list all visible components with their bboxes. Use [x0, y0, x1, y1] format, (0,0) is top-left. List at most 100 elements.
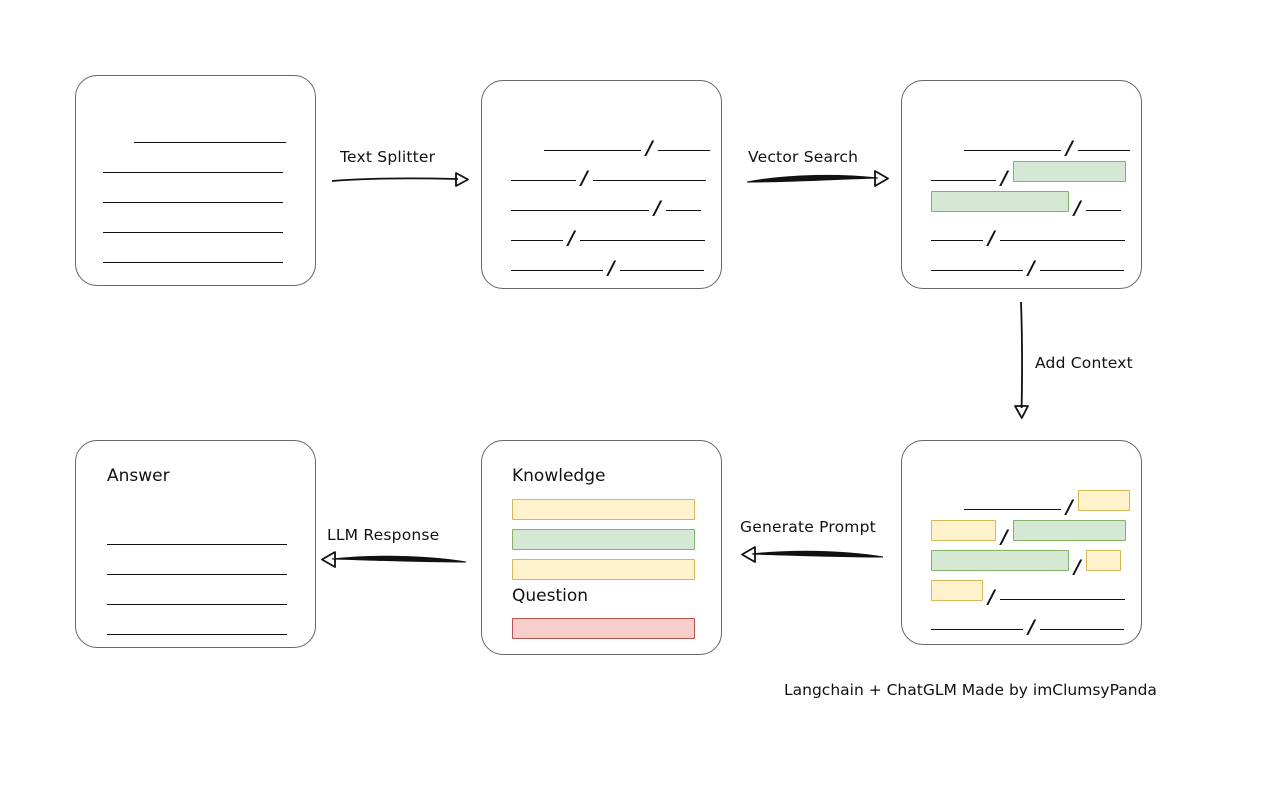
text-line-segment: [103, 262, 283, 263]
text-line-segment: [103, 232, 283, 233]
chunk-separator-slash: /: [1001, 167, 1008, 189]
chunk-separator-slash: /: [1066, 496, 1073, 518]
prompt-heading-knowledge: Knowledge: [512, 466, 606, 486]
document-lines: [76, 76, 315, 285]
chunk-separator-slash: /: [988, 586, 995, 608]
document-line: [107, 583, 287, 605]
text-line-segment: [931, 240, 983, 241]
document-line: /: [931, 189, 1121, 219]
text-line-segment: [1039, 270, 1124, 271]
chunk-separator-slash: /: [1074, 556, 1081, 578]
prompt-heading-question: Question: [512, 586, 589, 606]
chunk-separator-slash: /: [1074, 197, 1081, 219]
document-lines: / / / / /: [482, 81, 721, 288]
prompt-bar-knowledge-3: [512, 559, 695, 580]
chunk-separator-slash: /: [568, 227, 575, 249]
footer-credit: Langchain + ChatGLM Made by imClumsyPand…: [784, 681, 1157, 699]
text-line-segment: [511, 240, 563, 241]
text-line-segment: [511, 180, 576, 181]
document-line: /: [931, 518, 1126, 548]
chunk-separator-slash: /: [1028, 616, 1035, 638]
chunk-highlight-yellow: [1077, 490, 1130, 511]
text-line-segment: [103, 202, 283, 203]
arrow-label-add-context: Add Context: [1035, 354, 1133, 372]
chunk-highlight-yellow: [931, 520, 996, 541]
arrow-llm-response: [321, 551, 467, 568]
chunk-separator-slash: /: [988, 227, 995, 249]
arrow-label-llm-response: LLM Response: [327, 526, 440, 544]
document-line: /: [511, 189, 701, 219]
text-line-segment: [544, 150, 641, 151]
arrow-label-vector-search: Vector Search: [748, 148, 859, 166]
prompt-bar-knowledge-1: [512, 499, 695, 520]
text-line-segment: [931, 180, 996, 181]
text-line-segment: [657, 150, 710, 151]
prompt-bar-knowledge-2: [512, 529, 695, 550]
text-line-segment: [107, 574, 287, 575]
document-line: [107, 613, 287, 635]
arrow-vector-search: [746, 170, 889, 187]
text-line-segment: [107, 544, 287, 545]
arrow-label-text-splitter: Text Splitter: [340, 148, 436, 166]
text-line-segment: [665, 210, 701, 211]
document-line: /: [931, 159, 1126, 189]
chunk-separator-slash: /: [654, 197, 661, 219]
text-line-segment: [999, 240, 1125, 241]
document-line: /: [964, 488, 1130, 518]
card-split-chunks[interactable]: / / / / /: [481, 80, 722, 289]
chunk-highlight-green: [1012, 520, 1126, 541]
document-line: [103, 241, 283, 263]
chunk-separator-slash: /: [608, 257, 615, 279]
text-line-segment: [592, 180, 706, 181]
chunk-separator-slash: /: [1066, 137, 1073, 159]
document-line: [103, 181, 283, 203]
text-line-segment: [134, 142, 286, 143]
chunk-separator-slash: /: [1028, 257, 1035, 279]
chunk-highlight-yellow: [931, 580, 983, 601]
text-line-segment: [1085, 210, 1121, 211]
document-line: [107, 553, 287, 575]
document-line: /: [511, 249, 704, 279]
card-matched-chunks[interactable]: / / / / /: [901, 80, 1142, 289]
chunk-separator-slash: /: [581, 167, 588, 189]
card-prompt[interactable]: Knowledge Question: [481, 440, 722, 655]
chunk-highlight-green: [931, 191, 1069, 212]
arrow-generate-prompt: [741, 546, 884, 563]
text-line-segment: [931, 270, 1023, 271]
document-line: [107, 523, 287, 545]
arrow-add-context: [1014, 301, 1029, 419]
arrow-text-splitter: [331, 172, 469, 187]
document-line: /: [931, 249, 1124, 279]
card-source-document[interactable]: [75, 75, 316, 286]
text-line-segment: [964, 150, 1061, 151]
document-line: /: [931, 608, 1124, 638]
text-line-segment: [511, 210, 649, 211]
text-line-segment: [999, 599, 1125, 600]
document-line: [103, 151, 283, 173]
text-line-segment: [619, 270, 704, 271]
text-line-segment: [579, 240, 705, 241]
arrow-label-generate-prompt: Generate Prompt: [740, 518, 876, 536]
document-line: /: [931, 578, 1125, 608]
card-answer[interactable]: Answer: [75, 440, 316, 648]
text-line-segment: [103, 172, 283, 173]
answer-heading: Answer: [107, 466, 170, 486]
document-lines: / / / / /: [902, 81, 1141, 288]
document-line: /: [544, 129, 710, 159]
text-line-segment: [1039, 629, 1124, 630]
document-line: /: [511, 219, 705, 249]
document-line: /: [931, 548, 1121, 578]
card-context-chunks[interactable]: / / / / /: [901, 440, 1142, 645]
chunk-separator-slash: /: [1001, 526, 1008, 548]
text-line-segment: [511, 270, 603, 271]
text-line-segment: [931, 629, 1023, 630]
chunk-highlight-green: [1012, 161, 1126, 182]
prompt-bar-question: [512, 618, 695, 639]
document-line: [103, 211, 283, 233]
text-line-segment: [1077, 150, 1130, 151]
text-line-segment: [107, 634, 287, 635]
chunk-separator-slash: /: [646, 137, 653, 159]
text-line-segment: [964, 509, 1061, 510]
document-line: /: [511, 159, 706, 189]
document-lines: / / / / /: [902, 441, 1141, 644]
